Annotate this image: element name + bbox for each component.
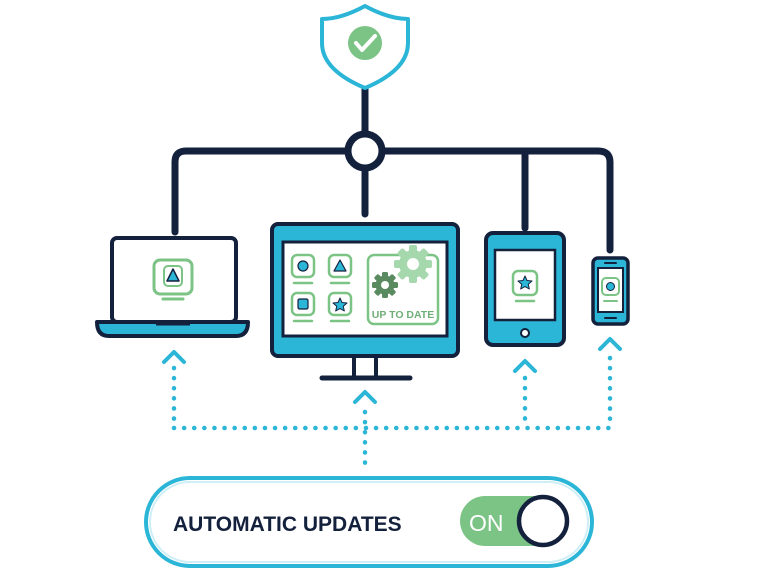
up-to-date-label: UP TO DATE [372, 309, 434, 321]
laptop-app-icon [152, 258, 194, 301]
app-tile-circle [290, 253, 316, 285]
automatic-updates-label: AUTOMATIC UPDATES [173, 513, 402, 536]
update-flow-arrows [162, 337, 622, 404]
tablet-icon [484, 231, 566, 347]
network-hub-node [344, 130, 386, 172]
switch-knob[interactable] [516, 494, 570, 548]
arrow-up-laptop-icon [162, 350, 186, 364]
shield-check-icon [320, 4, 410, 90]
phone-app-icon [601, 277, 620, 302]
arrow-up-monitor-icon [353, 390, 377, 404]
arrow-up-tablet-icon [513, 359, 537, 373]
app-tile-triangle [327, 253, 353, 285]
check-circle [348, 26, 382, 60]
check-mark-icon [354, 34, 377, 52]
laptop-icon [95, 236, 250, 338]
hub-to-devices-line [378, 147, 614, 254]
phone-icon [591, 256, 630, 326]
update-status-panel: UP TO DATE [366, 245, 440, 326]
app-tile-square [290, 291, 316, 323]
tablet-app-icon [511, 269, 539, 303]
hub-to-laptop-line [171, 147, 352, 236]
gears-icon [372, 245, 432, 298]
update-flow-dotted-lines [171, 355, 613, 473]
switch-state-label: ON [469, 510, 504, 536]
monitor-app-grid [290, 253, 353, 323]
arrow-up-phone-icon [598, 337, 622, 351]
network-lines [171, 84, 614, 254]
automatic-updates-switch[interactable]: ON [460, 494, 570, 548]
monitor-icon: UP TO DATE [270, 222, 460, 381]
app-tile-star [327, 291, 353, 323]
